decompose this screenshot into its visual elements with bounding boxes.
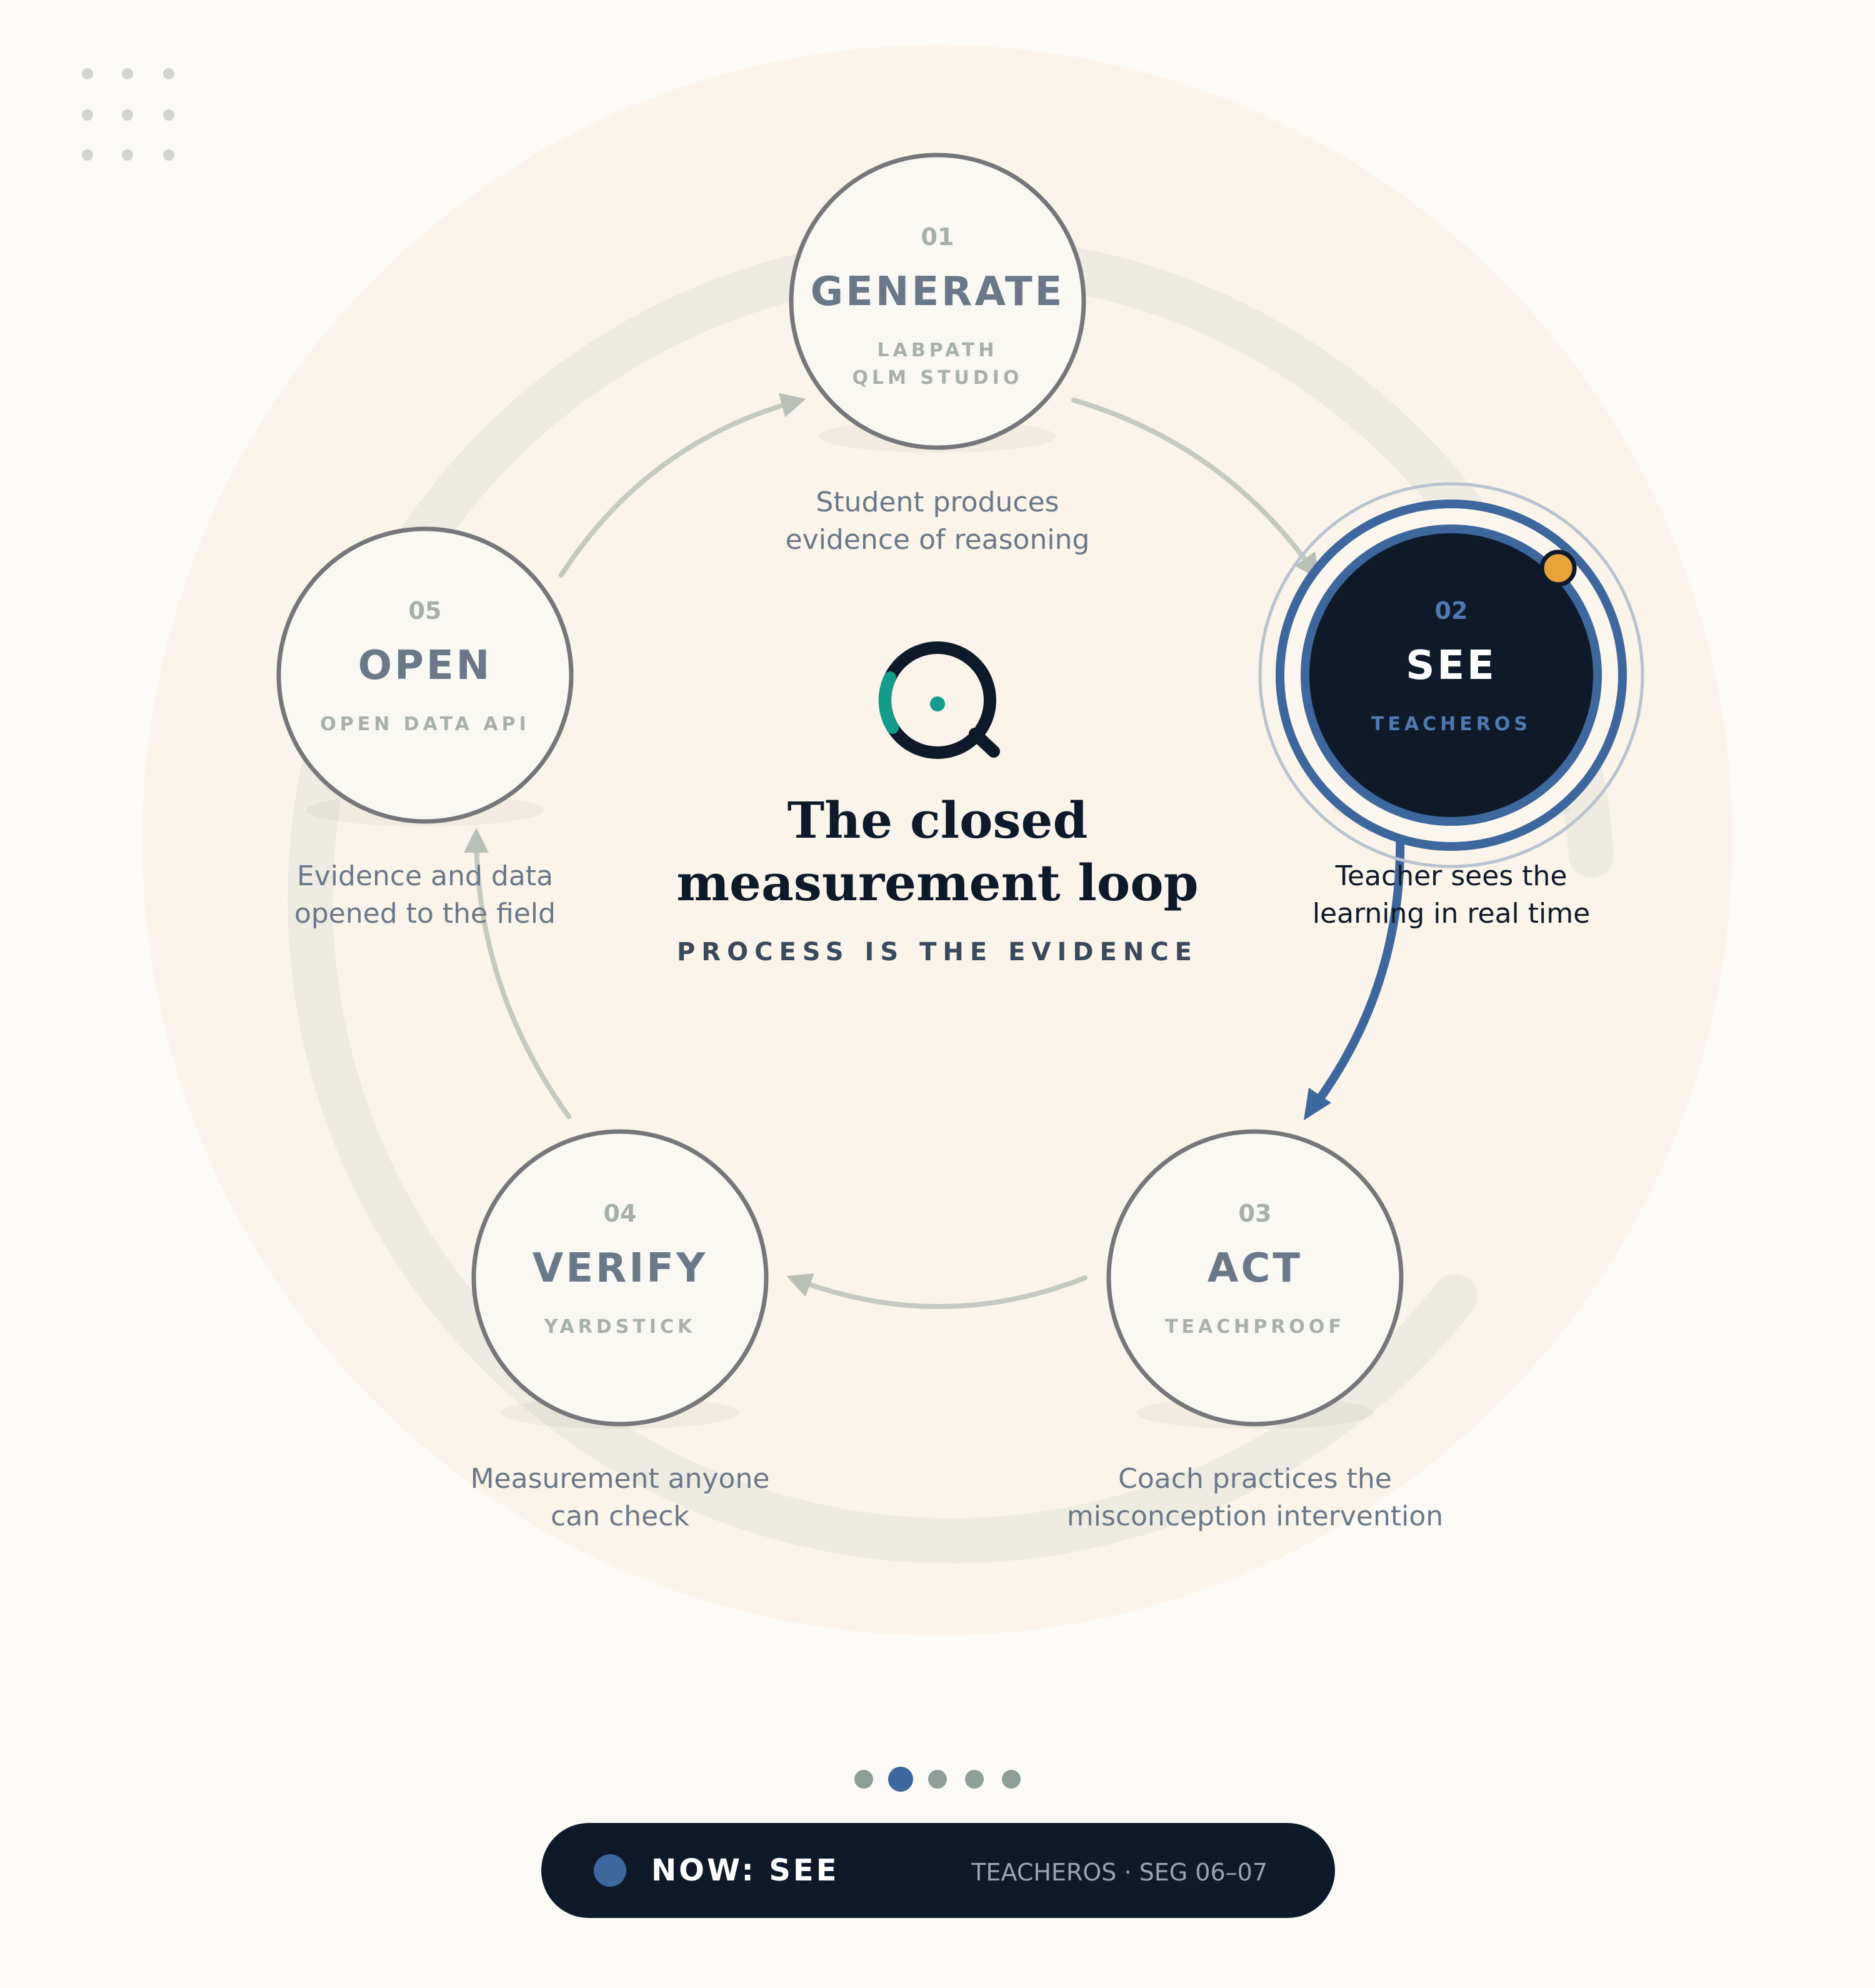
step-description: opened to the field [294,898,556,930]
node-circle [789,153,1086,450]
step-tag: OPEN DATA API [320,713,530,735]
node-circle [1106,1129,1404,1427]
step-description: Teacher sees the [1335,860,1568,892]
step-name: GENERATE [811,269,1065,315]
node-circle [471,1129,769,1427]
step-tag: QLM STUDIO [852,367,1023,389]
connector-01-02 [1071,398,1319,580]
step-name: ACT [1208,1245,1302,1292]
status-label: NOW: SEE [651,1853,839,1888]
status-detail: TEACHEROS · SEG 06–07 [971,1859,1268,1886]
status-indicator-dot [594,1854,626,1887]
step-description: Student produces [816,486,1059,518]
pagination-dot[interactable] [854,1770,873,1789]
active-marker-dot [1539,550,1577,587]
pagination-dot[interactable] [965,1770,984,1789]
step-number: 04 [604,1200,637,1227]
step-name: SEE [1406,643,1497,689]
step-number: 03 [1239,1200,1272,1227]
step-number: 02 [1435,597,1468,625]
pagination-dot[interactable] [1002,1770,1021,1789]
step-name: OPEN [358,643,492,689]
title-line-1: The closed [788,791,1088,850]
title-line-2: measurement loop [676,853,1198,912]
pagination-dot[interactable] [888,1767,913,1792]
step-description: Measurement anyone [471,1463,770,1495]
node-circle [276,526,574,824]
step-number: 01 [921,223,954,251]
active-outer-halo [1258,482,1644,868]
dot-grid-decoration [82,68,174,161]
step-description: Coach practices the [1118,1463,1392,1495]
connector-05-01 [559,393,806,578]
step-tag: YARDSTICK [544,1316,696,1338]
step-description: learning in real time [1312,898,1590,930]
connector-03-04 [786,1273,1088,1309]
pagination-dots [854,1767,1021,1792]
q-loop-logo-icon [878,641,1000,759]
pagination-dot[interactable] [928,1770,947,1789]
step-description: misconception intervention [1067,1500,1443,1532]
step-description: Evidence and data [297,860,553,892]
connector-02-03-active [1304,828,1405,1120]
node-circle [1301,525,1602,826]
step-description: evidence of reasoning [786,524,1090,556]
cycle-connectors [464,393,1319,1309]
step-name: VERIFY [532,1245,708,1292]
status-pill: NOW: SEE TEACHEROS · SEG 06–07 [541,1823,1335,1918]
subtitle: PROCESS IS THE EVIDENCE [677,938,1198,966]
connector-04-05 [464,828,571,1119]
step-tag: LABPATH [878,339,998,361]
step-description: can check [551,1500,689,1532]
step-number: 05 [409,597,442,625]
step-tag: TEACHEROS [1371,713,1531,735]
step-tag: TEACHPROOF [1165,1316,1345,1338]
